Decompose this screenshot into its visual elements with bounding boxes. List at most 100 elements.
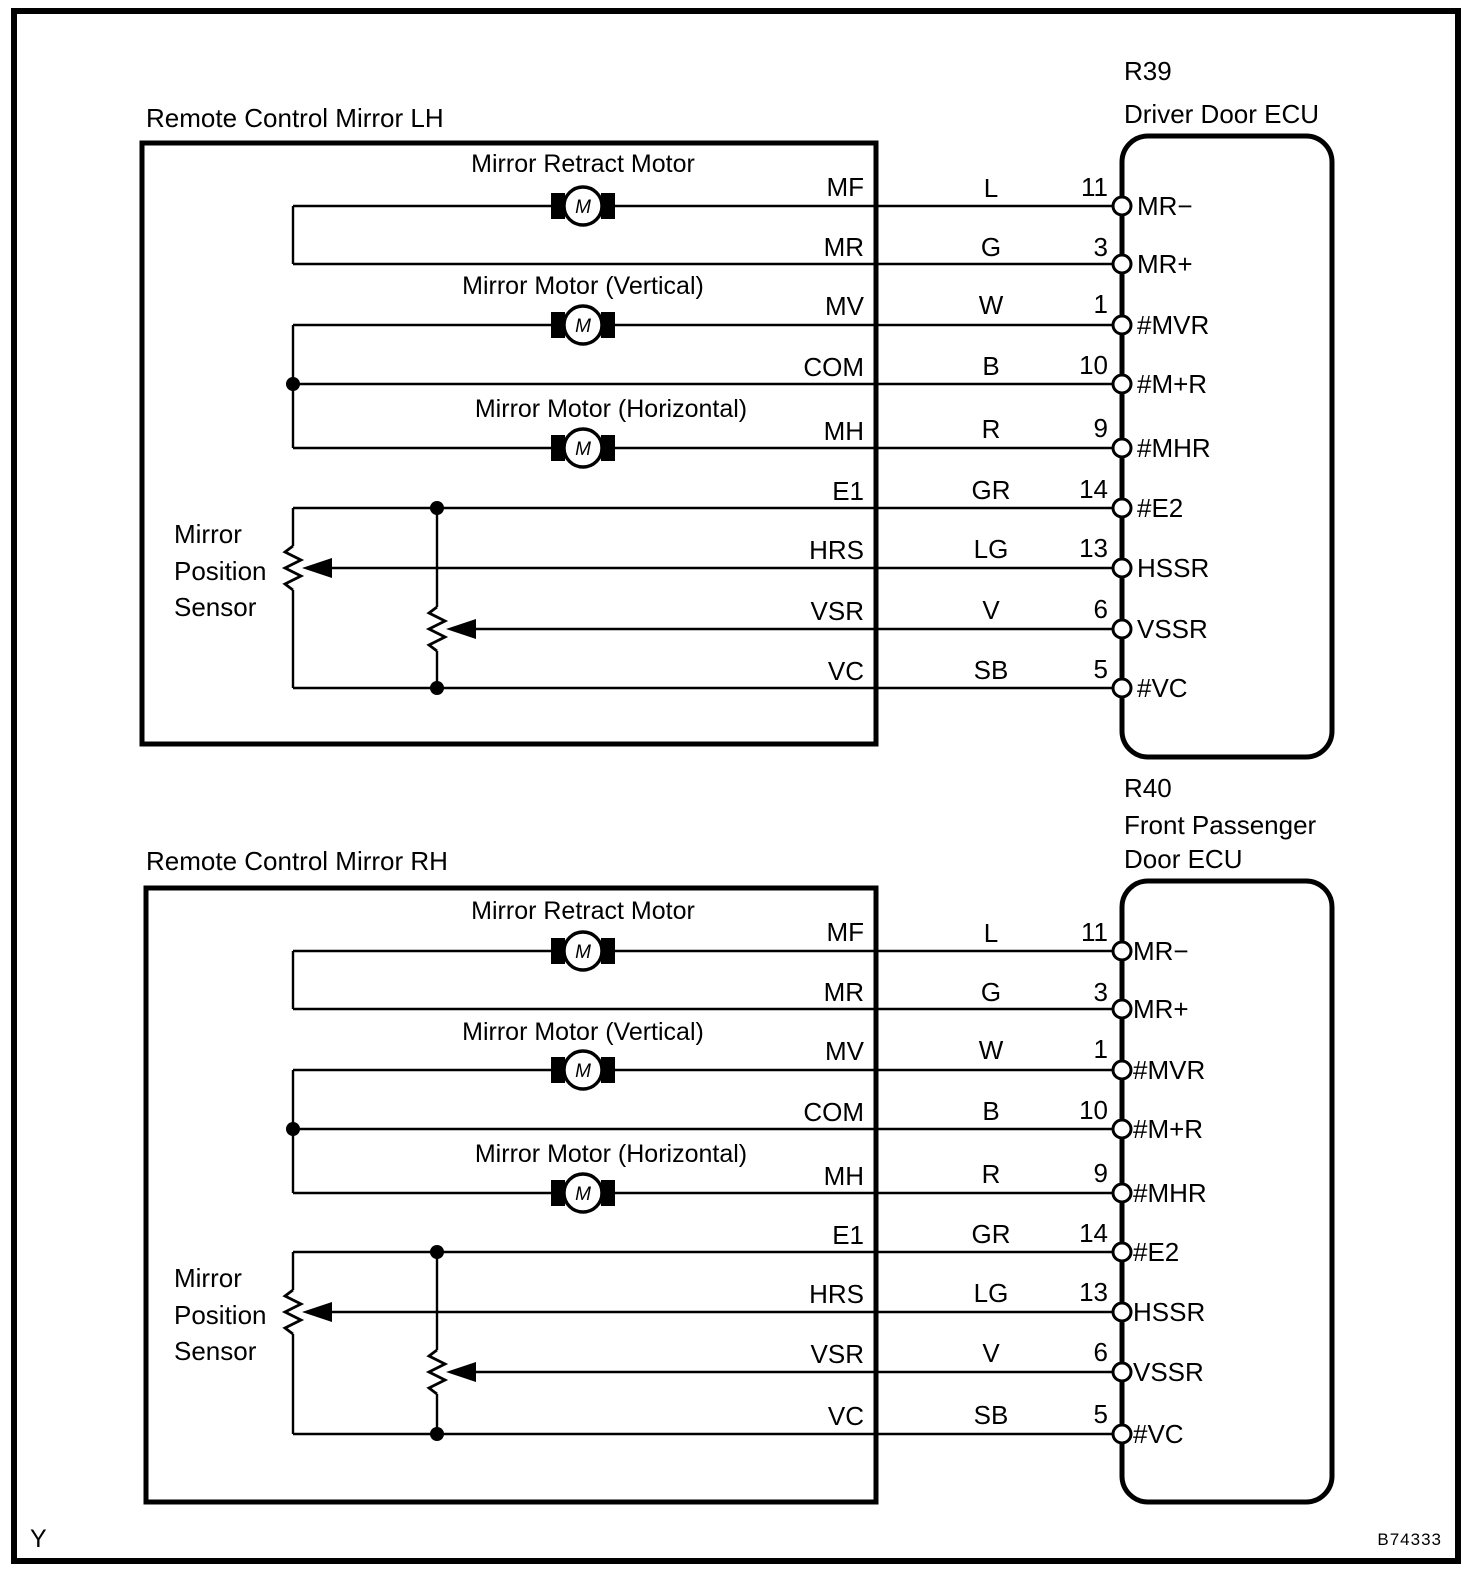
- page-mark: Y: [30, 1525, 47, 1553]
- mirror-enclosure-lh: [139, 140, 879, 747]
- junction-dot-vc-lh: [430, 681, 444, 695]
- wire-color-label: L: [984, 918, 998, 948]
- motor-symbol-retract-lh: M: [551, 185, 615, 227]
- row-lh-6: HRS LG 13 HSSR: [809, 533, 1209, 583]
- potentiometer-hrs-rh: [281, 1288, 305, 1336]
- pin-number-label: 9: [1094, 1158, 1108, 1188]
- ecu-terminal-node: [1111, 1241, 1133, 1263]
- terminal-label: HRS: [809, 535, 864, 565]
- block-title-lh: Remote Control Mirror LH: [146, 103, 444, 133]
- sensor-label-line2-rh: Position: [174, 1300, 267, 1330]
- motor-glyph-vertical-lh: M: [575, 316, 591, 337]
- pin-number-label: 6: [1094, 1337, 1108, 1367]
- terminal-label: MH: [824, 416, 864, 446]
- row-rh-8: VC SB 5 #VC: [828, 1399, 1184, 1449]
- terminal-label: MF: [826, 172, 864, 202]
- wire-color-label: V: [982, 595, 1000, 625]
- ecu-terminal-node: [1111, 557, 1133, 579]
- terminal-label: VC: [828, 1401, 864, 1431]
- wire-color-label: B: [982, 351, 999, 381]
- terminal-label: COM: [803, 352, 864, 382]
- pin-number-label: 5: [1094, 1399, 1108, 1429]
- wiper-arrow-vsr-rh: [446, 1362, 476, 1382]
- retract-motor-circuit-rh: [291, 949, 876, 1011]
- ecu-pin-label: #MHR: [1133, 1178, 1207, 1208]
- ecu-terminal-node: [1111, 253, 1133, 275]
- block-title-rh: Remote Control Mirror RH: [146, 846, 448, 876]
- pin-number-label: 5: [1094, 654, 1108, 684]
- junction-dot-com-rh: [286, 1122, 300, 1136]
- motor-symbol-vertical-lh: M: [551, 304, 615, 346]
- row-rh-2: MV W 1 #MVR: [825, 1034, 1205, 1085]
- terminal-label: MF: [826, 917, 864, 947]
- ecu-terminal-node: [1111, 1118, 1133, 1140]
- mirror-enclosure-rh: [143, 885, 879, 1505]
- ecu-pin-label: MR+: [1137, 249, 1193, 279]
- pin-number-label: 14: [1079, 1218, 1108, 1248]
- pin-number-label: 9: [1094, 413, 1108, 443]
- wire-color-label: W: [979, 290, 1004, 320]
- pin-number-label: 3: [1094, 232, 1108, 262]
- sensor-label-line2-lh: Position: [174, 556, 267, 586]
- ecu-name-line1-rh: Front Passenger: [1124, 810, 1317, 840]
- terminal-label: MH: [824, 1161, 864, 1191]
- terminal-label: VSR: [811, 596, 864, 626]
- motor-symbol-horizontal-lh: M: [551, 427, 615, 469]
- vertical-motor-circuit-rh: [291, 1068, 876, 1193]
- wire-color-label: LG: [974, 1278, 1009, 1308]
- row-lh-8: VC SB 5 #VC: [828, 654, 1188, 703]
- page-frame: [11, 8, 1461, 1564]
- motor-glyph-retract-lh: M: [575, 197, 591, 218]
- potentiometer-vsr-rh: [425, 1348, 449, 1396]
- wire-color-label: SB: [974, 655, 1009, 685]
- wire-color-label: R: [982, 414, 1001, 444]
- ecu-pin-label: #MVR: [1133, 1055, 1205, 1085]
- pin-number-label: 11: [1081, 172, 1108, 202]
- pin-number-label: 14: [1079, 474, 1108, 504]
- row-rh-6: HRS LG 13 HSSR: [809, 1277, 1205, 1327]
- ecu-pin-label: #MVR: [1137, 310, 1209, 340]
- ecu-pin-label: MR−: [1137, 191, 1193, 221]
- terminal-label: COM: [803, 1097, 864, 1127]
- terminal-label: MR: [824, 977, 864, 1007]
- pin-number-label: 11: [1081, 917, 1108, 947]
- wire-color-label: LG: [974, 534, 1009, 564]
- ecu-terminal-node: [1111, 1059, 1133, 1081]
- ecu-pin-label: #VC: [1137, 673, 1188, 703]
- ecu-terminal-node: [1111, 437, 1133, 459]
- ecu-terminal-node: [1111, 618, 1133, 640]
- row-rh-5: E1 GR 14 #E2: [832, 1218, 1179, 1267]
- ecu-pin-label: HSSR: [1133, 1297, 1205, 1327]
- ecu-terminal-node: [1111, 940, 1133, 962]
- figure-code: B74333: [1377, 1530, 1442, 1549]
- harness-wires-rh: [876, 949, 1118, 1436]
- motor-glyph-horizontal-rh: M: [575, 1184, 591, 1205]
- wire-color-label: GR: [972, 475, 1011, 505]
- terminal-label: MR: [824, 232, 864, 262]
- terminal-label: MV: [825, 1036, 865, 1066]
- wiper-arrow-hrs-lh: [302, 558, 332, 578]
- wire-color-label: R: [982, 1159, 1001, 1189]
- row-lh-1: MR G 3 MR+: [824, 232, 1193, 279]
- motor-label-horizontal-rh: Mirror Motor (Horizontal): [475, 1140, 747, 1168]
- terminal-label: E1: [832, 476, 864, 506]
- motor-symbol-horizontal-rh: M: [551, 1172, 615, 1214]
- block-rh: R40 Front Passenger Door ECU Remote Cont…: [143, 773, 1335, 1505]
- ecu-pin-label: #VC: [1133, 1419, 1184, 1449]
- ecu-pin-label: #E2: [1137, 493, 1183, 523]
- ecu-terminal-node: [1111, 497, 1133, 519]
- ecu-ref-lh: R39: [1124, 56, 1172, 86]
- row-rh-0: MF L 11 MR−: [826, 917, 1188, 966]
- ecu-terminal-node: [1111, 677, 1133, 699]
- ecu-terminal-node: [1111, 373, 1133, 395]
- terminal-label: MV: [825, 291, 865, 321]
- terminal-label: HRS: [809, 1279, 864, 1309]
- ecu-pin-label: #E2: [1133, 1237, 1179, 1267]
- pin-number-label: 13: [1079, 533, 1108, 563]
- motor-symbol-vertical-rh: M: [551, 1049, 615, 1091]
- pin-number-label: 6: [1094, 594, 1108, 624]
- row-lh-3: COM B 10 #M+R: [803, 350, 1207, 399]
- junction-dot-e1-rh: [430, 1245, 444, 1259]
- ecu-pin-label: HSSR: [1137, 553, 1209, 583]
- junction-dot-e1-lh: [430, 501, 444, 515]
